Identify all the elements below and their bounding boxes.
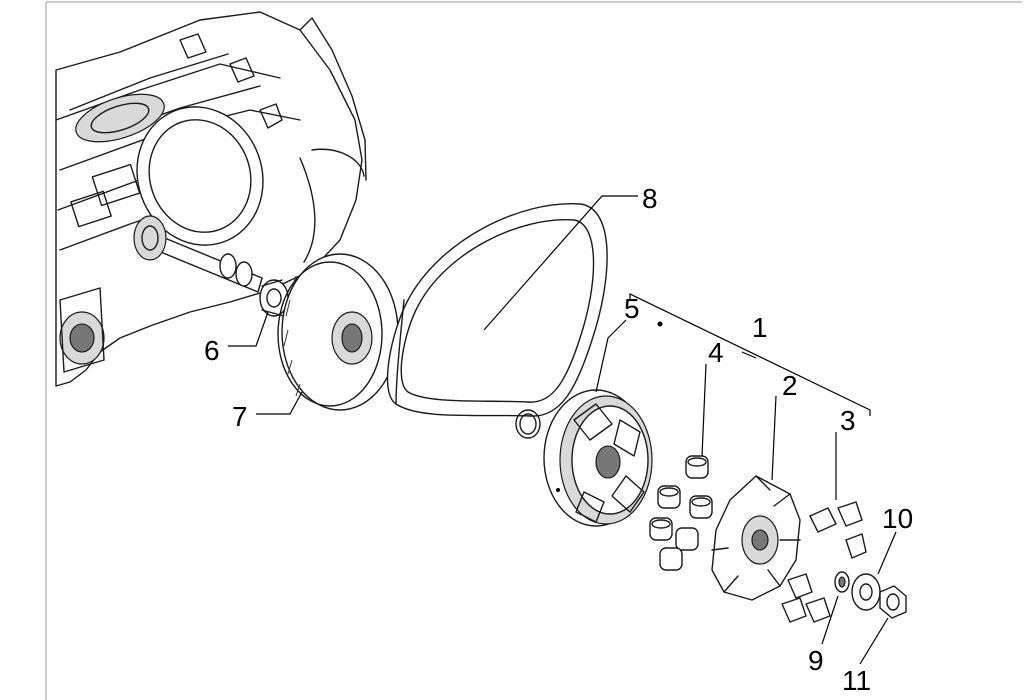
callout-10: 10 (882, 503, 913, 534)
roller-ramp-plate-drawing (711, 475, 801, 601)
washer-drawing (834, 571, 850, 593)
callout-8: 8 (642, 183, 658, 214)
belleville-washer-drawing (851, 573, 881, 611)
callout-6: 6 (204, 335, 220, 366)
bolt-hole-mark (657, 321, 663, 327)
variator-rollers-drawing (649, 455, 713, 571)
callout-11: 11 (842, 665, 871, 696)
callout-2: 2 (782, 370, 798, 401)
bolt-hole-mark (556, 488, 560, 492)
nut-drawing (879, 585, 907, 619)
callout-7: 7 (232, 401, 248, 432)
callout-4: 4 (708, 337, 724, 368)
callout-3: 3 (840, 405, 856, 436)
engine-crankcase-drawing (55, 11, 367, 387)
callout-5: 5 (624, 293, 640, 324)
slider-pads-drawing (781, 501, 867, 623)
drive-belt-drawing (386, 203, 608, 417)
callout-9: 9 (808, 645, 824, 676)
leader-lines (228, 195, 897, 665)
callout-1: 1 (752, 312, 768, 343)
fixed-pulley-half-drawing (277, 253, 399, 411)
o-ring-drawing (515, 409, 541, 439)
movable-pulley-half-drawing (543, 389, 653, 527)
driving-pulley-assembly-bracket (629, 293, 871, 416)
